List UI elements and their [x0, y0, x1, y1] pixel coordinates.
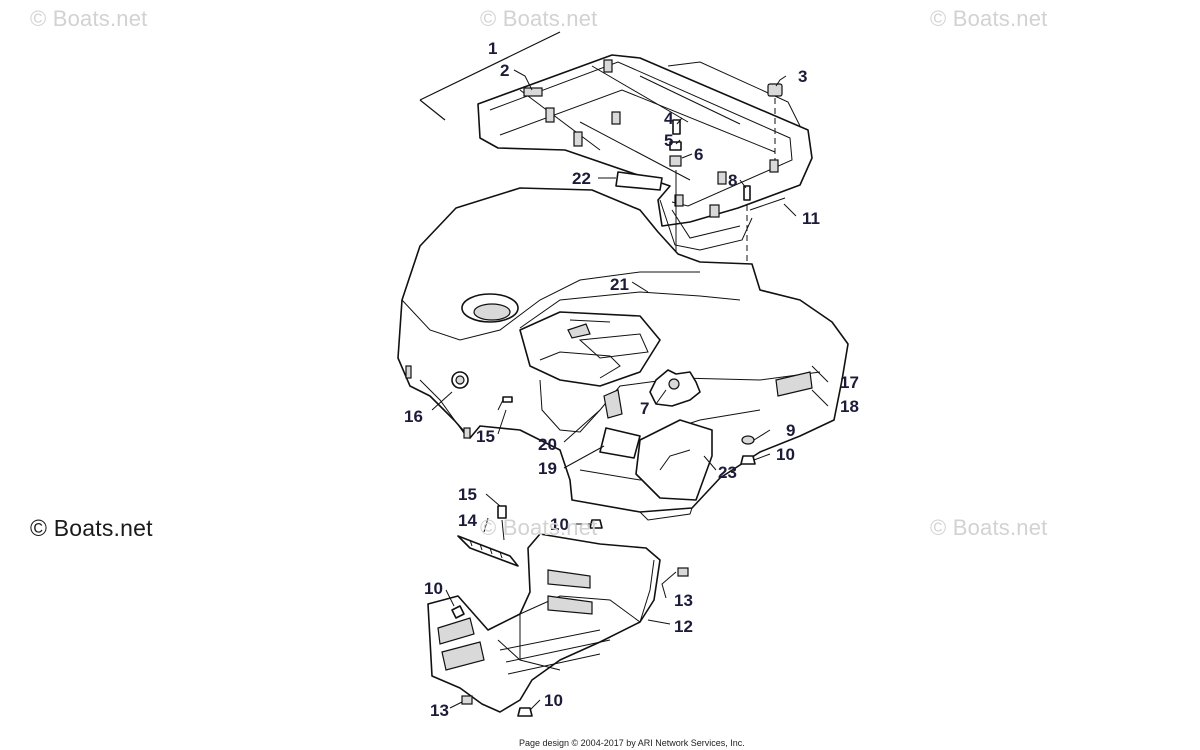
callout-labels: 1 2 3 4 5 6 8 22 11 21 7 17 18 9 10 16 1… [404, 39, 859, 720]
watermark-mid-left: © Boats.net [30, 515, 153, 541]
rear-fender [397, 187, 849, 521]
callout-13b: 13 [430, 701, 449, 720]
callout-12: 12 [674, 617, 693, 636]
fender-hardware [740, 435, 756, 465]
callout-22: 22 [572, 169, 591, 188]
callout-20: 20 [538, 435, 557, 454]
callout-21: 21 [610, 275, 629, 294]
callout-19: 19 [538, 459, 557, 478]
callout-7: 7 [640, 399, 649, 418]
watermark-top-right: © Boats.net [930, 6, 1048, 31]
leader-lines [431, 69, 829, 711]
callout-4: 4 [664, 109, 674, 128]
callout-8: 8 [728, 171, 737, 190]
callout-16: 16 [404, 407, 423, 426]
callout-17: 17 [840, 373, 859, 392]
rear-rack [419, 31, 813, 251]
watermark-top-left: © Boats.net [30, 6, 148, 31]
callout-5: 5 [664, 131, 673, 150]
callout-10c: 10 [424, 579, 443, 598]
callout-13a: 13 [674, 591, 693, 610]
rack-cap [767, 83, 783, 160]
callout-1: 1 [488, 39, 497, 58]
footrest-14 [457, 535, 519, 567]
callout-6: 6 [694, 145, 703, 164]
callout-9: 9 [786, 421, 795, 440]
callout-10d: 10 [544, 691, 563, 710]
callout-15a: 15 [476, 427, 495, 446]
footwell-panel [427, 533, 661, 713]
decal-22 [615, 171, 663, 191]
watermark-mid-right: © Boats.net [930, 515, 1048, 540]
footwell-hardware [451, 505, 689, 717]
callout-18: 18 [840, 397, 859, 416]
watermark-mid-center: © Boats.net [480, 515, 598, 540]
callout-10a: 10 [776, 445, 795, 464]
callout-2: 2 [500, 61, 509, 80]
footer-copyright: Page design © 2004-2017 by ARI Network S… [519, 738, 745, 748]
callout-11: 11 [802, 209, 820, 228]
callout-10b: 10 [550, 515, 569, 534]
callout-23: 23 [718, 463, 737, 482]
watermark-top-center: © Boats.net [480, 6, 598, 31]
callout-3: 3 [798, 67, 807, 86]
callout-14: 14 [458, 511, 477, 530]
callout-15b: 15 [458, 485, 477, 504]
